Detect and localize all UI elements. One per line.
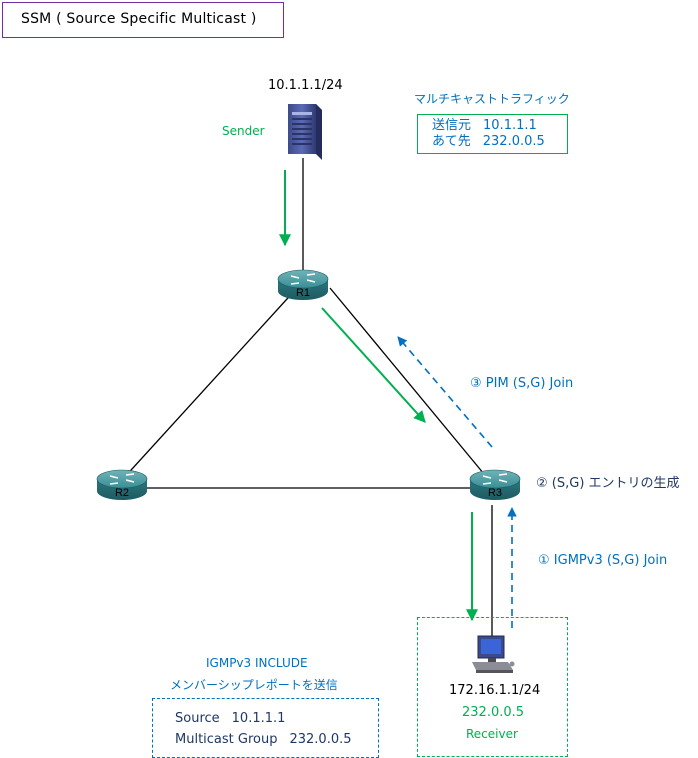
receiver-address: 172.16.1.1/24 <box>449 683 541 698</box>
traffic-destination-row: あて先 232.0.0.5 <box>432 134 567 150</box>
sender-label: Sender <box>222 124 265 138</box>
step3-label: ③ PIM (S,G) Join <box>470 376 574 391</box>
report-heading-line2: メンバーシップレポートを送信 <box>170 678 338 692</box>
traffic-destination-value: 232.0.0.5 <box>482 134 545 149</box>
step2-label: ② (S,G) エントリの生成 <box>536 476 680 491</box>
server-icon <box>288 104 322 160</box>
traffic-source-key: 送信元 <box>432 118 472 133</box>
report-heading-line1: IGMPv3 INCLUDE <box>206 656 308 670</box>
router-r3-label: R3 <box>488 487 502 499</box>
link-r1-r3 <box>329 287 485 475</box>
report-source-value: 10.1.1.1 <box>231 711 286 726</box>
router-r2-icon <box>96 469 148 500</box>
traffic-source-value: 10.1.1.1 <box>483 118 537 133</box>
receiver-group: 232.0.0.5 <box>462 705 525 720</box>
traffic-destination-key: あて先 <box>432 134 471 149</box>
report-source-row: Source 10.1.1.1 <box>175 708 378 729</box>
pim-join-arrow <box>397 336 493 448</box>
receiver-label: Receiver <box>466 727 518 741</box>
report-group-value: 232.0.0.5 <box>289 732 352 747</box>
diagram-title: SSM ( Source Specific Multicast ) <box>2 2 284 38</box>
step1-label: ① IGMPv3 (S,G) Join <box>538 553 668 568</box>
router-r1-icon <box>277 269 329 300</box>
pc-icon <box>472 635 515 673</box>
traffic-arrow-r1-r3 <box>321 307 426 423</box>
traffic-heading: マルチキャストトラフィック <box>414 92 570 106</box>
receiver-group-box <box>417 617 568 757</box>
report-group-key: Multicast Group <box>175 732 278 747</box>
router-r1-label: R1 <box>296 287 310 299</box>
traffic-info-box: 送信元 10.1.1.1 あて先 232.0.0.5 <box>417 114 568 154</box>
router-r3-icon <box>469 469 521 500</box>
traffic-source-row: 送信元 10.1.1.1 <box>432 118 567 134</box>
report-group-row: Multicast Group 232.0.0.5 <box>175 729 378 750</box>
link-r1-r2 <box>121 287 298 481</box>
report-info-box: Source 10.1.1.1 Multicast Group 232.0.0.5 <box>152 698 379 758</box>
router-r2-label: R2 <box>115 487 129 499</box>
sender-address: 10.1.1.1/24 <box>268 78 343 93</box>
report-source-key: Source <box>175 711 220 726</box>
